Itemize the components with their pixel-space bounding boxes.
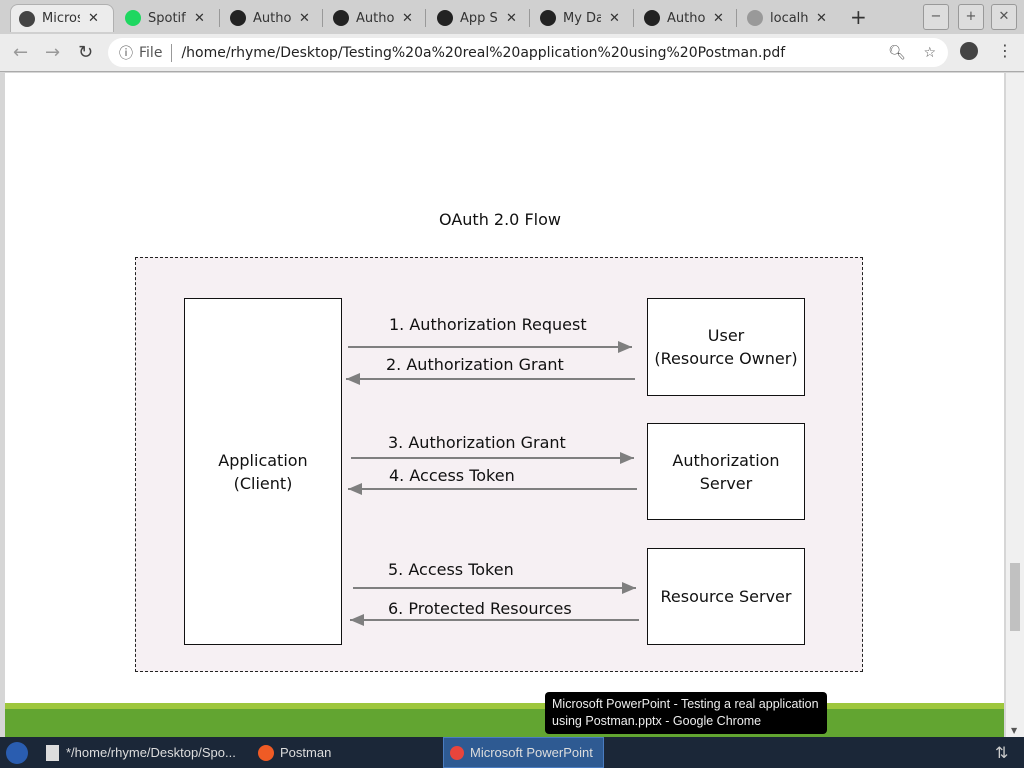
tab-app-settings[interactable]: App Settings✕	[429, 4, 533, 32]
tab-authorization[interactable]: Authorization✕	[325, 4, 429, 32]
close-tab-icon[interactable]: ✕	[713, 10, 724, 26]
tab-my-dashboard[interactable]: My Dashboard✕	[532, 4, 636, 32]
spotify-icon	[125, 10, 141, 26]
step-label: 5. Access Token	[388, 560, 514, 579]
step-label: 2. Authorization Grant	[386, 355, 564, 374]
forward-button[interactable]: →	[45, 42, 61, 63]
spotify-icon	[230, 10, 246, 26]
close-window-button[interactable]: ✕	[991, 4, 1017, 30]
step-label: 6. Protected Resources	[388, 599, 572, 618]
slide-footer-band	[5, 709, 1004, 737]
text-editor-icon	[46, 744, 59, 761]
user-box: User(Resource Owner)	[647, 298, 805, 396]
step-label: 3. Authorization Grant	[388, 433, 566, 452]
close-tab-icon[interactable]: ✕	[402, 10, 413, 26]
globe-icon	[19, 10, 35, 27]
network-icon[interactable]: ⇅	[995, 744, 1009, 762]
address-bar[interactable]: ⓘ File /home/rhyme/Desktop/Testing%20a%2…	[108, 38, 948, 67]
toolbar: ← → ↻ ⓘ File /home/rhyme/Desktop/Testing…	[0, 34, 1024, 72]
globe-icon	[747, 10, 763, 26]
close-tab-icon[interactable]: ✕	[609, 10, 620, 26]
chrome-icon	[450, 745, 464, 760]
spotify-icon	[333, 10, 349, 26]
start-menu-icon[interactable]	[6, 741, 28, 764]
close-tab-icon[interactable]: ✕	[299, 10, 310, 26]
slide-footer-band	[5, 703, 1004, 709]
url-text: /home/rhyme/Desktop/Testing%20a%20real%2…	[181, 44, 786, 61]
tab-bar: Microsoft PowerPoint✕ Spotify✕ Authoriza…	[0, 0, 1024, 34]
menu-icon[interactable]: ⋮	[997, 41, 1013, 60]
reload-button[interactable]: ↻	[78, 42, 94, 63]
postman-icon	[258, 744, 274, 761]
tab-spotify[interactable]: Spotify✕	[117, 4, 221, 32]
resource-server-box: Resource Server	[647, 548, 805, 645]
spotify-icon	[437, 10, 453, 26]
zoom-icon[interactable]: 🔍︎	[888, 44, 906, 61]
info-icon: ⓘ	[119, 45, 133, 62]
back-button[interactable]: ←	[13, 42, 29, 63]
scrollbar[interactable]: ▼	[1006, 73, 1024, 737]
bookmark-star-icon[interactable]: ☆	[923, 44, 936, 61]
tab-localhost[interactable]: localhost✕	[739, 4, 843, 32]
diagram-title: OAuth 2.0 Flow	[439, 210, 561, 229]
close-tab-icon[interactable]: ✕	[194, 10, 205, 26]
new-tab-button[interactable]: +	[850, 5, 867, 29]
close-tab-icon[interactable]: ✕	[816, 10, 827, 26]
taskbar-item-editor[interactable]: */home/rhyme/Desktop/Spo...	[46, 737, 236, 768]
maximize-button[interactable]: +	[958, 4, 984, 30]
close-tab-icon[interactable]: ✕	[506, 10, 517, 26]
step-label: 4. Access Token	[389, 466, 515, 485]
tab-microsoft-powerpoint[interactable]: Microsoft PowerPoint✕	[10, 4, 114, 32]
profile-icon[interactable]	[960, 42, 978, 60]
scroll-down-icon[interactable]: ▼	[1011, 726, 1018, 735]
tab-authorization[interactable]: Authorization✕	[222, 4, 326, 32]
minimize-button[interactable]: −	[923, 4, 949, 30]
tooltip: Microsoft PowerPoint - Testing a real ap…	[545, 692, 827, 734]
spotify-icon	[540, 10, 556, 26]
client-box: Application(Client)	[184, 298, 342, 645]
taskbar-item-chrome[interactable]: Microsoft PowerPoint	[443, 737, 604, 768]
scrollbar-thumb[interactable]	[1010, 563, 1020, 631]
spotify-icon	[644, 10, 660, 26]
taskbar-item-postman[interactable]: Postman	[258, 737, 331, 768]
step-label: 1. Authorization Request	[389, 315, 587, 334]
close-tab-icon[interactable]: ✕	[88, 11, 99, 26]
taskbar: */home/rhyme/Desktop/Spo... Postman Micr…	[0, 737, 1024, 768]
tab-authorization[interactable]: Authorization✕	[636, 4, 740, 32]
